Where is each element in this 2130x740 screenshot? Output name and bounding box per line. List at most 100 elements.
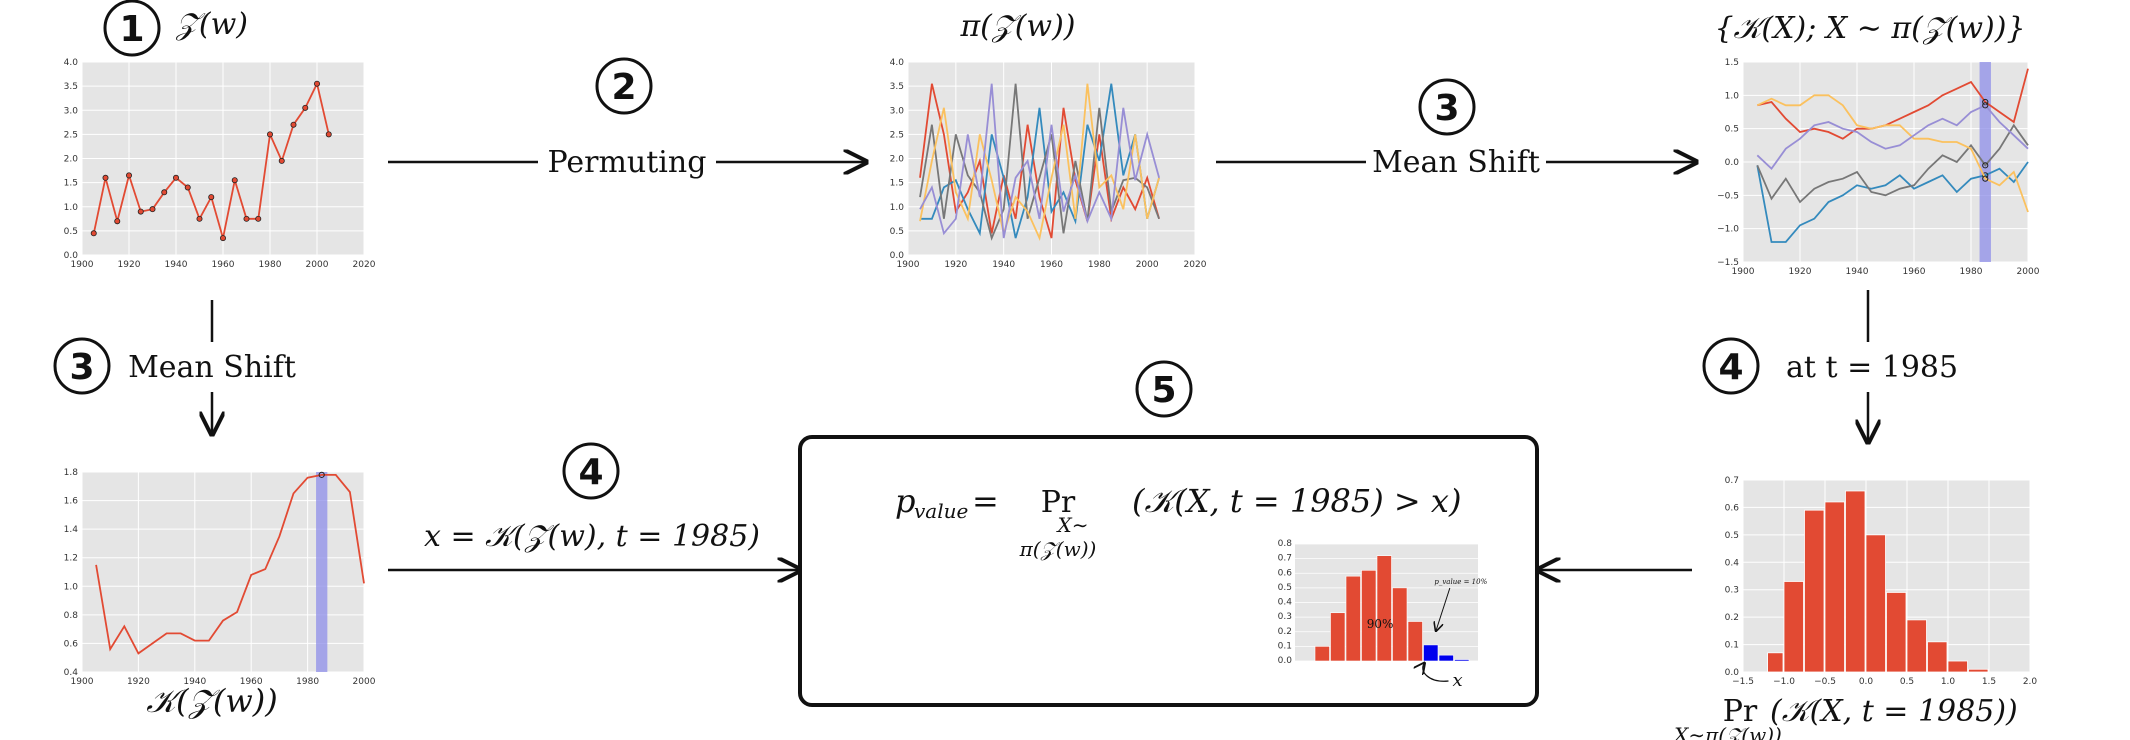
y-tick-label: 0.5	[1725, 531, 1739, 541]
mini-histogram-bar	[1454, 659, 1470, 662]
svg-text:at t = 1985: at t = 1985	[1786, 350, 1958, 385]
y-tick-label: 0.5	[890, 227, 904, 237]
y-tick-label: 0.7	[1725, 476, 1739, 486]
y-tick-label: 1.5	[1725, 58, 1739, 68]
title-k-of-z: 𝒦(𝒵(w))	[146, 682, 277, 720]
pvalue-pr-sub2: π(𝒵(w))	[1019, 537, 1097, 561]
y-tick-label: 0.1	[1278, 641, 1292, 651]
mini-histogram-bar	[1314, 646, 1330, 662]
data-point	[90, 230, 97, 237]
y-tick-label: 2.0	[890, 155, 905, 165]
data-point	[102, 174, 109, 181]
x-tick-label: 1900	[71, 677, 94, 687]
x-tick-label: 1920	[944, 260, 967, 270]
x-tick-label: 1900	[71, 260, 94, 270]
y-tick-label: 1.8	[64, 468, 79, 478]
y-tick-label: −0.5	[1717, 191, 1739, 201]
histogram-bar	[1968, 668, 1989, 673]
y-tick-label: 2.0	[64, 155, 79, 165]
y-tick-label: 0.5	[1725, 125, 1739, 135]
mini-histogram-bar	[1361, 570, 1377, 662]
y-tick-label: 0.5	[64, 227, 78, 237]
step-4-badge-right: 4	[1702, 337, 1760, 395]
histogram-bar	[1886, 592, 1907, 673]
x-tick-label: 0.5	[1900, 677, 1914, 687]
y-tick-label: 0.2	[1725, 613, 1739, 623]
data-point	[219, 235, 226, 242]
pvalue-lhs-sub: value	[914, 499, 968, 523]
histogram-bar	[1804, 509, 1825, 673]
title-pr-sub: X∼π(𝒵(w))	[1672, 723, 1782, 740]
x-tick-label: 1900	[1732, 267, 1755, 277]
highlight-point	[1982, 162, 1989, 169]
x-tick-label: 1940	[1846, 267, 1869, 277]
title-pr-expr: (𝒦(X, t = 1985))	[1770, 694, 2018, 729]
y-tick-label: 0.2	[1278, 627, 1292, 637]
histogram-bar	[1783, 581, 1804, 673]
y-tick-label: 0.4	[1278, 598, 1293, 608]
x-tick-label: 1980	[296, 677, 319, 687]
x-tick-label: 0.0	[1859, 677, 1874, 687]
x-tick-label: −1.5	[1732, 677, 1754, 687]
y-tick-label: 1.0	[64, 582, 79, 592]
x-tick-label: 1960	[240, 677, 263, 687]
data-point	[137, 208, 144, 215]
y-tick-label: −1.0	[1717, 225, 1739, 235]
y-tick-label: 0.3	[1278, 612, 1292, 622]
pvalue-lhs: p	[895, 482, 915, 520]
histogram-bar	[1824, 501, 1845, 673]
y-tick-label: 0.4	[64, 668, 79, 678]
x-tick-label: −0.5	[1814, 677, 1836, 687]
mini-histogram-bar	[1345, 575, 1361, 662]
step-4-badge-bottom: 4	[562, 442, 620, 500]
mini-histogram-bar	[1438, 654, 1454, 662]
svg-text:Mean Shift: Mean Shift	[1372, 145, 1540, 180]
y-tick-label: 4.0	[890, 58, 905, 68]
title-pr-main: Pr	[1723, 694, 1758, 729]
y-tick-label: 3.5	[890, 82, 904, 92]
step-1-badge: 1	[103, 0, 161, 57]
svg-text:Mean Shift: Mean Shift	[128, 350, 296, 385]
data-point	[149, 206, 156, 213]
title-k-set: {𝒦(X); X ∼ π(𝒵(w))}	[1714, 11, 2025, 46]
data-point	[255, 215, 262, 222]
series-line-3	[919, 83, 1160, 241]
label-90-percent: 90%	[1367, 617, 1394, 631]
x-tick-label: 1960	[1903, 267, 1926, 277]
y-tick-label: 0.4	[1725, 558, 1740, 568]
arrow-mean-shift-left: Mean Shift	[128, 300, 296, 434]
data-point	[243, 215, 250, 222]
y-tick-label: 0.6	[1725, 503, 1740, 513]
series-line-4	[1756, 94, 2029, 213]
svg-text:2: 2	[611, 67, 636, 108]
series-line-4	[919, 83, 1160, 242]
data-point	[161, 189, 168, 196]
arrow-mean-shift-top: Mean Shift	[1216, 145, 1696, 180]
svg-text:1: 1	[119, 9, 144, 50]
histogram-bar	[1906, 619, 1927, 673]
y-tick-label: 1.0	[890, 203, 905, 213]
y-tick-label: 0.6	[64, 639, 79, 649]
x-tick-label: 2020	[353, 260, 376, 270]
data-point	[278, 157, 285, 164]
x-tick-label: 2.0	[2023, 677, 2038, 687]
y-tick-label: 3.0	[890, 106, 905, 116]
data-point	[172, 174, 179, 181]
y-tick-label: 1.4	[64, 525, 79, 535]
x-tick-label: 1940	[992, 260, 1015, 270]
svg-text:5: 5	[1151, 370, 1176, 411]
y-tick-label: 0.0	[890, 251, 905, 261]
title-z-of-w: 𝒵(w)	[175, 7, 248, 42]
mini-histogram-bar	[1392, 587, 1408, 662]
x-tick-label: 1960	[212, 260, 235, 270]
data-point	[196, 215, 203, 222]
y-tick-label: 0.0	[64, 251, 79, 261]
pvalue-pointer-arrow	[1436, 587, 1451, 631]
x-tick-label: 1.5	[1982, 677, 1996, 687]
y-tick-label: 4.0	[64, 58, 79, 68]
y-tick-label: 1.0	[1725, 91, 1740, 101]
x-tick-label: 2000	[306, 260, 329, 270]
highlight-band-1985	[316, 472, 328, 672]
pvalue-pr-sub1: X∼	[1056, 513, 1089, 537]
